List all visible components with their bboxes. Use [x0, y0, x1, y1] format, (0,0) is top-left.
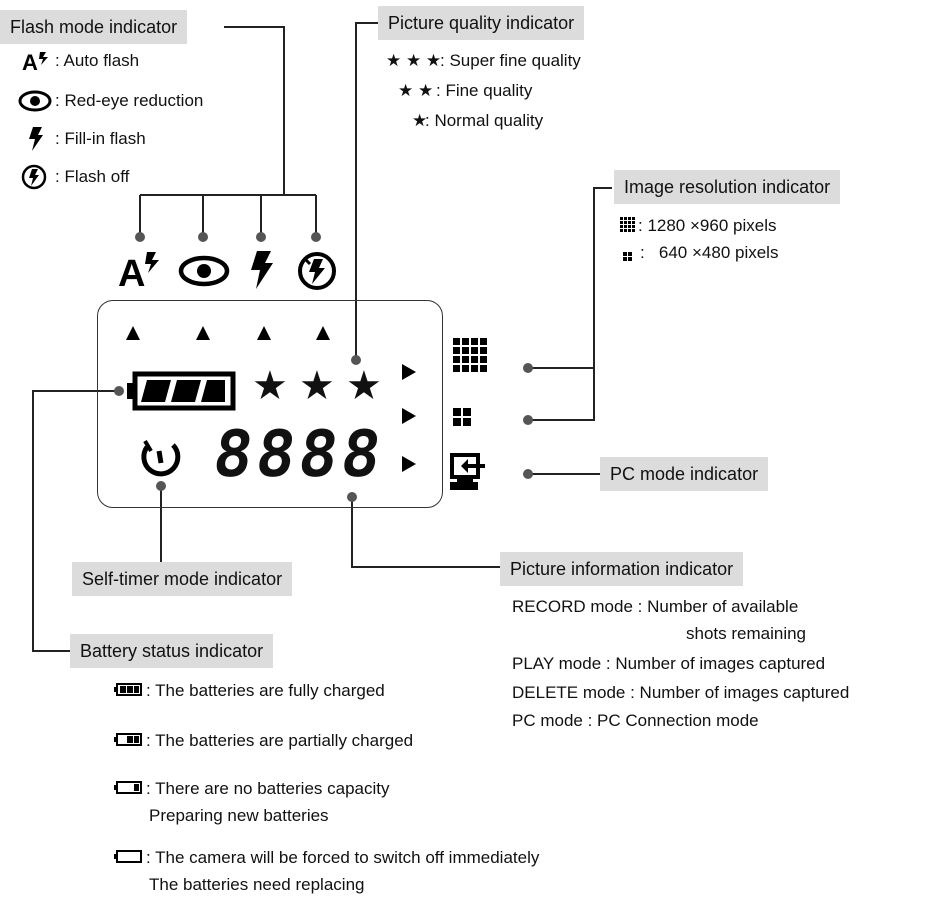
pc-mode-label: PC mode indicator [600, 457, 769, 491]
pointer-fill-in [257, 326, 271, 340]
lcd-auto-flash-icon: A [118, 250, 162, 295]
lcd-battery-icon [127, 371, 237, 416]
lcd-low-resolution-icon [453, 408, 471, 431]
flash-item-auto: : Auto flash [55, 51, 140, 70]
picture-info-delete: DELETE mode : Number of images captured [512, 683, 850, 702]
quality-stars-fine: ★ ★ [398, 81, 434, 100]
pointer-low-resolution [402, 408, 416, 424]
pointer-high-resolution [402, 364, 416, 380]
auto-flash-icon: A [22, 50, 52, 77]
lcd-high-resolution-icon [453, 338, 487, 377]
resolution-high-text: : 1280 ×960 pixels [638, 216, 777, 235]
battery-low-icon [114, 781, 142, 800]
battery-status-label: Battery status indicator [70, 634, 274, 668]
battery-low-text: : There are no batteries capacity [146, 779, 390, 798]
low-resolution-icon [623, 249, 633, 267]
fill-in-flash-icon [28, 126, 44, 157]
flash-item-off: : Flash off [55, 167, 130, 186]
battery-empty-text: : The camera will be forced to switch of… [146, 848, 540, 867]
lcd-fill-in-flash-icon [250, 250, 274, 295]
image-resolution-label: Image resolution indicator [614, 170, 841, 204]
flash-item-fill-in: : Fill-in flash [55, 129, 146, 148]
picture-info-pc: PC mode : PC Connection mode [512, 711, 759, 730]
pointer-off [316, 326, 330, 340]
battery-full-icon [114, 683, 142, 702]
battery-empty-text-2: The batteries need replacing [149, 875, 365, 894]
lcd-flash-off-icon [296, 250, 338, 297]
quality-super-text: : Super fine quality [440, 51, 581, 70]
lcd-picture-counter: 8888 [208, 418, 390, 492]
battery-low-text-2: Preparing new batteries [149, 806, 329, 825]
picture-info-record-cont: shots remaining [686, 624, 807, 643]
quality-stars-normal: ★ [412, 111, 428, 130]
svg-text:A: A [22, 50, 38, 72]
quality-fine-text: : Fine quality [436, 81, 533, 100]
picture-information-label: Picture information indicator [500, 552, 744, 586]
lcd-pc-mode-icon [449, 453, 489, 498]
quality-stars-super: ★ ★ ★ [386, 51, 442, 70]
resolution-low-text: : 640 ×480 pixels [640, 243, 779, 262]
pointer-pc-mode [402, 456, 416, 472]
picture-quality-label: Picture quality indicator [378, 6, 585, 40]
red-eye-icon [18, 90, 52, 117]
flash-off-icon [20, 163, 48, 196]
high-resolution-icon [620, 217, 636, 238]
pointer-red-eye [196, 326, 210, 340]
lcd-right-pointers [402, 364, 416, 472]
picture-info-record: RECORD mode : Number of available [512, 597, 799, 616]
lcd-panel [97, 300, 443, 508]
lcd-flash-pointers [126, 326, 330, 340]
battery-partial-icon [114, 733, 142, 752]
flash-mode-label: Flash mode indicator [0, 10, 188, 44]
svg-text:A: A [118, 253, 145, 290]
lcd-quality-stars: ★ ★ ★ [252, 364, 382, 408]
battery-full-text: : The batteries are fully charged [146, 681, 385, 700]
pointer-auto [126, 326, 140, 340]
self-timer-label: Self-timer mode indicator [72, 562, 293, 596]
lcd-self-timer-icon [137, 437, 185, 488]
battery-empty-icon [114, 850, 142, 869]
picture-info-play: PLAY mode : Number of images captured [512, 654, 826, 673]
lcd-red-eye-icon [178, 254, 230, 293]
battery-partial-text: : The batteries are partially charged [146, 731, 414, 750]
quality-normal-text: : Normal quality [425, 111, 544, 130]
flash-item-red-eye: : Red-eye reduction [55, 91, 204, 110]
